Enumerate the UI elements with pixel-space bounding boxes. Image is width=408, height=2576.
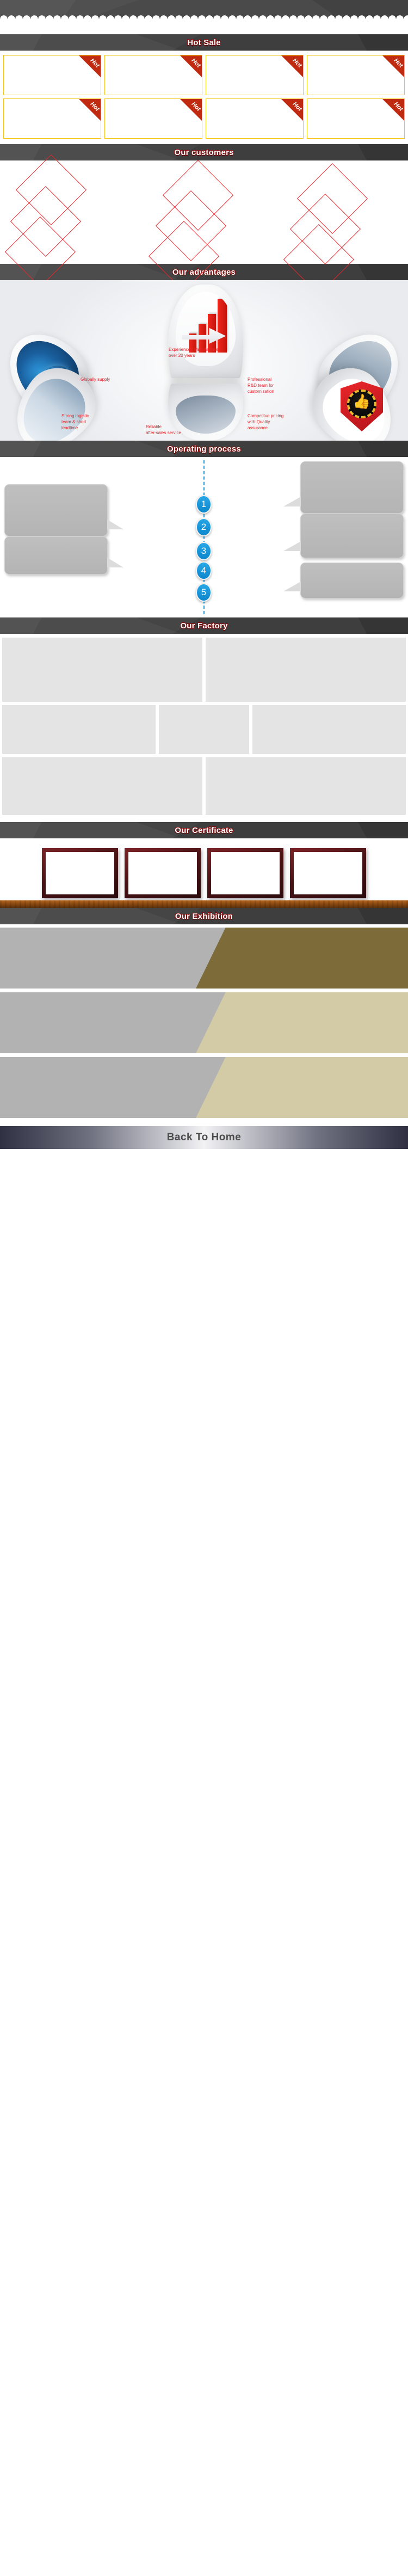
exhibition-row bbox=[0, 928, 408, 989]
advantage-label-logistics: Strong logistic team & short leadtime bbox=[61, 413, 89, 430]
bubble-tail bbox=[107, 520, 123, 529]
product-card[interactable]: Hot bbox=[307, 98, 405, 139]
certificate-row bbox=[0, 848, 408, 898]
factory-row bbox=[2, 757, 406, 815]
hot-ribbon-icon bbox=[79, 99, 101, 121]
back-to-home-bar[interactable]: Back To Home bbox=[0, 1126, 408, 1149]
factory-photo[interactable] bbox=[2, 757, 202, 815]
scallop-divider bbox=[0, 15, 408, 34]
section-header-our-customers: Our customers bbox=[0, 144, 408, 160]
process-step-panel[interactable] bbox=[283, 514, 404, 558]
process-step-number[interactable]: 1 bbox=[196, 495, 212, 514]
factory-row bbox=[2, 705, 406, 754]
process-step-panel[interactable] bbox=[283, 563, 404, 598]
exhibition-photo[interactable] bbox=[196, 928, 408, 989]
product-detail-page: Hot Sale Hot Hot Hot Hot Hot bbox=[0, 0, 408, 1149]
advantage-label-global-supply: Globally supply bbox=[81, 377, 110, 382]
factory-photo[interactable] bbox=[158, 705, 250, 754]
process-step-number[interactable]: 4 bbox=[196, 561, 212, 580]
hot-ribbon-icon bbox=[382, 55, 404, 77]
section-header-our-advantages: Our advantages bbox=[0, 264, 408, 280]
certificate-image bbox=[211, 852, 280, 894]
certificate-shelf bbox=[0, 838, 408, 908]
factory-photo[interactable] bbox=[206, 757, 406, 815]
hot-sale-row: Hot Hot Hot Hot bbox=[3, 98, 405, 139]
advantages-petal-diagram: 👍 Experienced Manufacturer over 20 years… bbox=[0, 280, 408, 441]
exhibition-photo[interactable] bbox=[0, 928, 239, 989]
exhibition-row bbox=[0, 992, 408, 1053]
hot-ribbon-icon bbox=[281, 55, 303, 77]
section-title: Our customers bbox=[174, 147, 234, 157]
factory-photo-grid bbox=[0, 634, 408, 822]
certificate-frame[interactable] bbox=[42, 848, 118, 898]
hot-ribbon-icon bbox=[281, 99, 303, 121]
product-card[interactable]: Hot bbox=[104, 55, 202, 95]
certificate-image bbox=[294, 852, 362, 894]
bubble-tail bbox=[283, 582, 301, 591]
certificate-image bbox=[46, 852, 114, 894]
hot-ribbon-icon bbox=[79, 55, 101, 77]
section-title: Our advantages bbox=[172, 267, 236, 277]
section-title: Operating process bbox=[166, 443, 242, 454]
timeline-dashed-line bbox=[203, 460, 205, 614]
wooden-shelf bbox=[0, 900, 408, 908]
section-title: Our Factory bbox=[180, 620, 228, 631]
thumbs-up-icon: 👍 bbox=[353, 393, 371, 410]
certificate-frame[interactable] bbox=[125, 848, 201, 898]
product-card[interactable]: Hot bbox=[3, 55, 101, 95]
process-step-number[interactable]: 2 bbox=[196, 518, 212, 536]
hot-ribbon-icon bbox=[180, 55, 202, 77]
growth-chart-petal bbox=[168, 285, 243, 378]
section-header-hot-sale: Hot Sale bbox=[0, 34, 408, 51]
process-step-number[interactable]: 3 bbox=[196, 542, 212, 560]
advantage-label-experience: Experienced Manufacturer over 20 years bbox=[169, 347, 220, 358]
factory-photo[interactable] bbox=[252, 705, 406, 754]
factory-row bbox=[2, 638, 406, 702]
hot-sale-row: Hot Hot Hot Hot bbox=[3, 55, 405, 95]
factory-photo[interactable] bbox=[2, 705, 156, 754]
section-header-our-certificate: Our Certificate bbox=[0, 822, 408, 838]
bubble-tail bbox=[107, 558, 123, 567]
bubble-tail bbox=[283, 497, 301, 506]
exhibition-photo-grid bbox=[0, 924, 408, 1126]
advantage-label-rd-team: Professional R&D team for customization bbox=[248, 377, 274, 394]
hot-ribbon-icon bbox=[382, 99, 404, 121]
advantage-label-after-sales: Reliable after-sales service bbox=[146, 424, 181, 435]
certificate-frame[interactable] bbox=[207, 848, 283, 898]
customers-diamond-grid bbox=[0, 154, 408, 295]
product-card[interactable]: Hot bbox=[307, 55, 405, 95]
product-card[interactable]: Hot bbox=[206, 98, 304, 139]
exhibition-photo[interactable] bbox=[0, 1057, 239, 1118]
process-step-panel[interactable] bbox=[4, 484, 123, 536]
hot-sale-grid: Hot Hot Hot Hot Hot Hot bbox=[0, 51, 408, 144]
section-title: Hot Sale bbox=[187, 37, 221, 47]
certificate-image bbox=[128, 852, 197, 894]
process-step-number[interactable]: 5 bbox=[196, 583, 212, 602]
exhibition-photo[interactable] bbox=[196, 992, 408, 1053]
growth-chart-icon bbox=[176, 292, 236, 366]
section-title: Our Exhibition bbox=[175, 911, 233, 921]
process-step-panel[interactable] bbox=[4, 536, 123, 574]
exhibition-photo[interactable] bbox=[196, 1057, 408, 1118]
product-card[interactable]: Hot bbox=[206, 55, 304, 95]
product-card[interactable]: Hot bbox=[3, 98, 101, 139]
exhibition-photo[interactable] bbox=[0, 992, 239, 1053]
operating-process-timeline: 1 2 3 4 5 bbox=[0, 457, 408, 617]
factory-photo[interactable] bbox=[206, 638, 406, 702]
section-header-our-exhibition: Our Exhibition bbox=[0, 908, 408, 924]
certificate-frame[interactable] bbox=[290, 848, 366, 898]
section-title: Our Certificate bbox=[174, 825, 233, 835]
factory-photo[interactable] bbox=[2, 638, 202, 702]
section-header-operating-process: Operating process bbox=[0, 441, 408, 457]
support-photo bbox=[176, 396, 236, 434]
process-step-panel[interactable] bbox=[283, 461, 404, 514]
advantage-label-pricing: Competitve pricing with Quality assuranc… bbox=[248, 413, 284, 430]
hot-ribbon-icon bbox=[180, 99, 202, 121]
back-to-home-label: Back To Home bbox=[166, 1132, 242, 1143]
product-card[interactable]: Hot bbox=[104, 98, 202, 139]
exhibition-row bbox=[0, 1057, 408, 1118]
bubble-tail bbox=[283, 541, 301, 551]
section-header-our-factory: Our Factory bbox=[0, 617, 408, 634]
